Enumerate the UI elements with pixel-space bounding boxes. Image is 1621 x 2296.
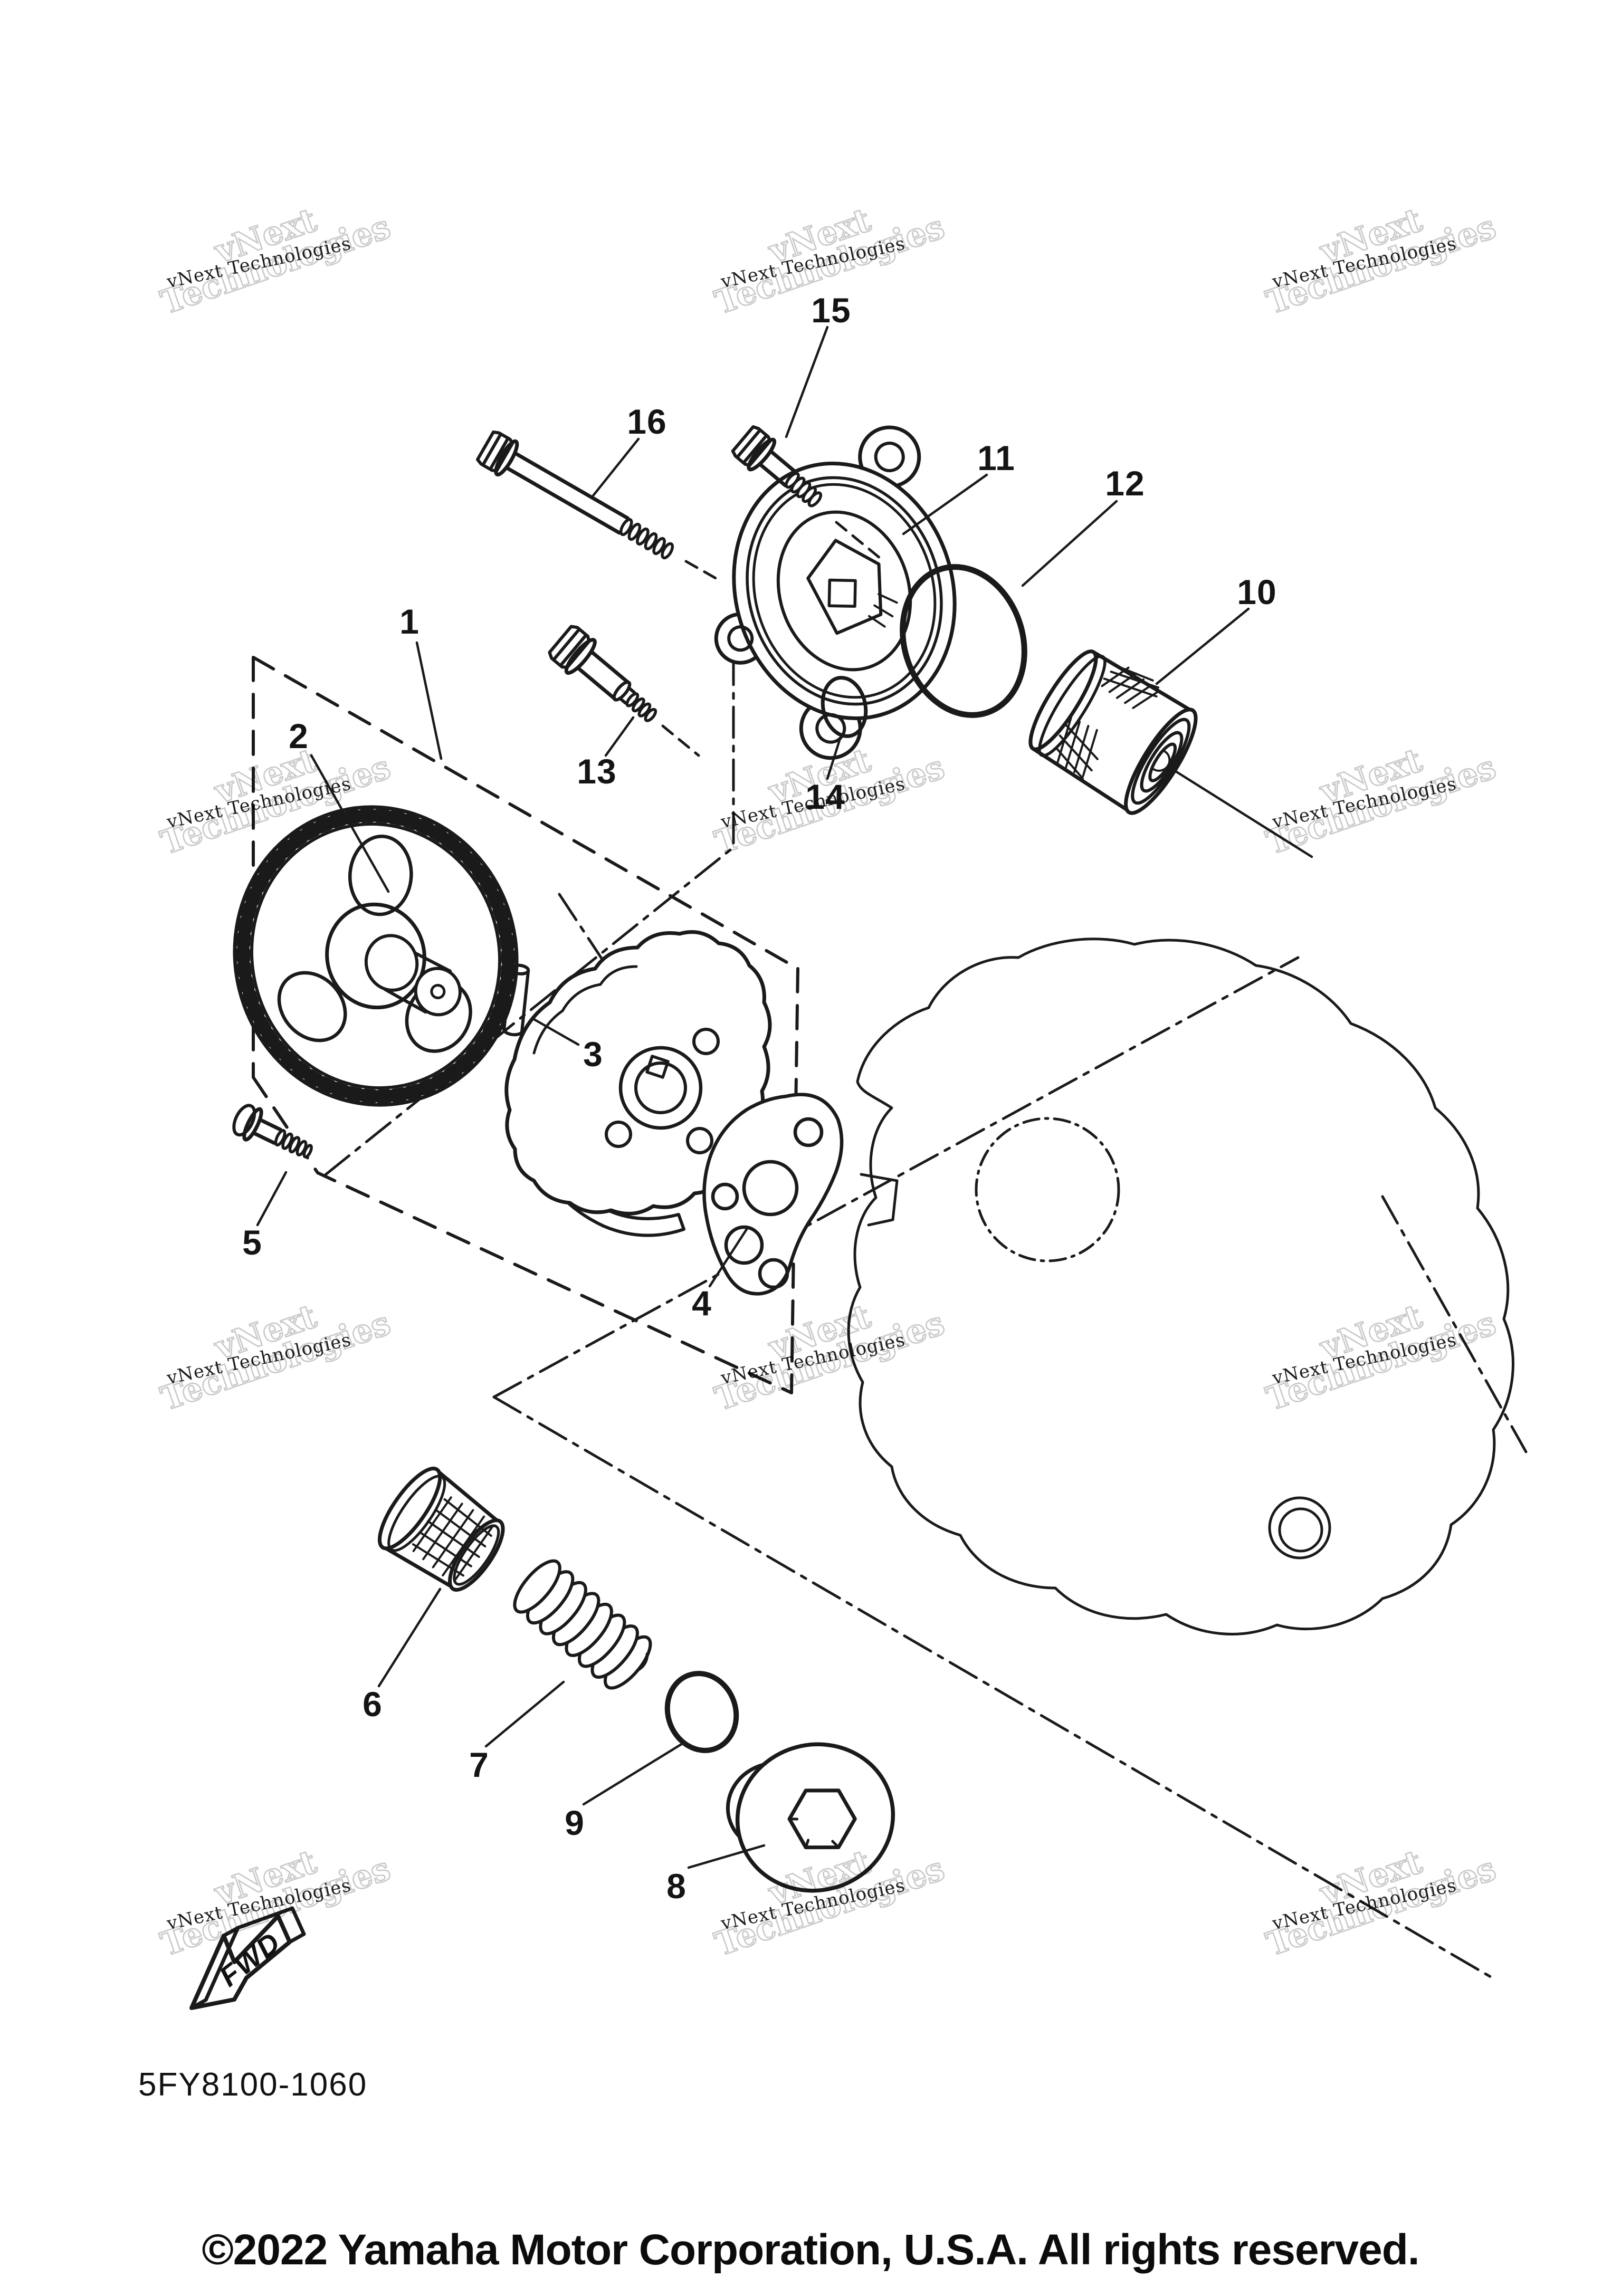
callout-5: 5	[242, 1223, 262, 1262]
engine-case-outline	[847, 937, 1514, 1635]
callout-14: 14	[805, 777, 845, 816]
oil-strainer	[377, 1467, 505, 1592]
callout-15: 15	[811, 291, 851, 330]
callout-12: 12	[1105, 464, 1145, 503]
callout-11: 11	[977, 438, 1015, 477]
filter-mesh-hatch	[1055, 666, 1160, 780]
dowel-pin	[502, 963, 530, 1037]
leader-lines	[256, 326, 1313, 1869]
plug-o-ring	[664, 1671, 739, 1753]
callout-4: 4	[692, 1284, 712, 1323]
chain-center-lines	[320, 653, 1528, 1980]
relief-spring	[513, 1559, 652, 1690]
flange-bolt-15	[731, 425, 823, 508]
dashed-assembly-box	[252, 656, 799, 1394]
callout-16: 16	[627, 402, 667, 441]
oil-pump-body	[504, 930, 772, 1237]
oil-pump-cover	[714, 425, 957, 760]
callout-3: 3	[583, 1035, 603, 1074]
shoulder-bolt-13	[548, 625, 657, 722]
callout-9: 9	[565, 1803, 585, 1842]
diagram-part-code: 5FY8100-1060	[138, 2067, 368, 2103]
fwd-arrow	[189, 1906, 306, 2010]
callout-2: 2	[289, 716, 309, 755]
pump-gasket-plate	[702, 1093, 844, 1296]
callout-6: 6	[363, 1685, 383, 1724]
pan-head-screw-5	[232, 1104, 313, 1159]
callout-13: 13	[577, 752, 617, 791]
bolt-axis-dashes	[661, 521, 882, 757]
drain-plug	[726, 1742, 895, 1893]
callout-8: 8	[666, 1867, 686, 1906]
long-flange-bolt-16	[476, 430, 674, 560]
oil-pump-drive-gear	[233, 805, 519, 1107]
cover-o-ring	[900, 564, 1027, 718]
oil-filter-element	[1028, 649, 1198, 815]
callout-10: 10	[1237, 572, 1277, 611]
callout-1: 1	[399, 602, 419, 641]
copyright-footer: ©2022 Yamaha Motor Corporation, U.S.A. A…	[202, 2226, 1419, 2274]
strainer-mesh	[412, 1496, 494, 1582]
callout-7: 7	[469, 1745, 489, 1784]
small-o-ring	[821, 676, 868, 738]
